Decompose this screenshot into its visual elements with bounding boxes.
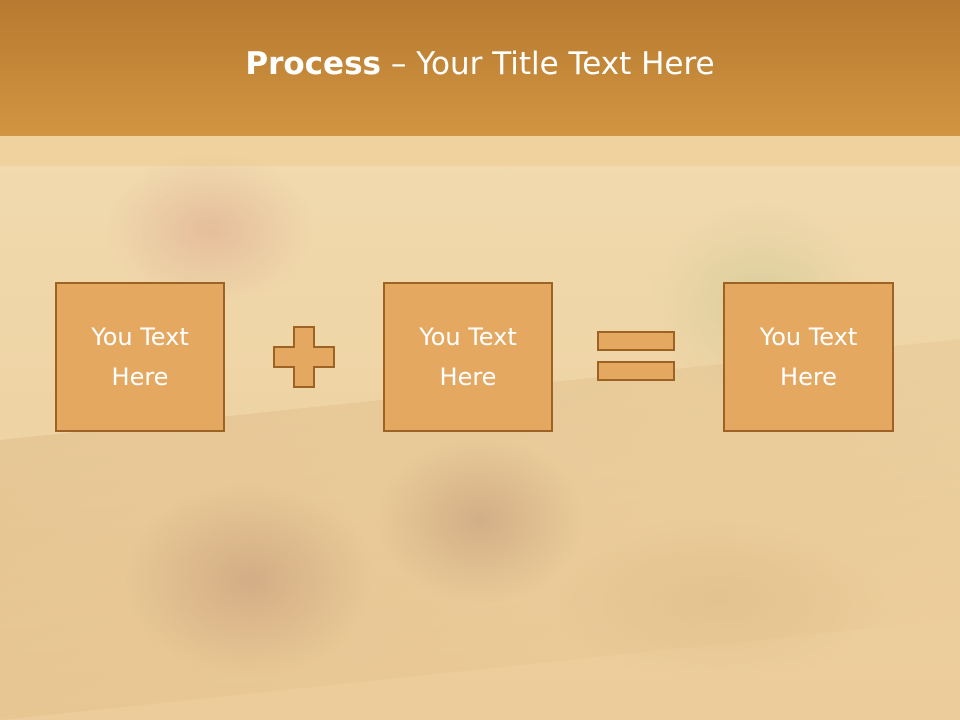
- title-bar: Process – Your Title Text Here: [0, 0, 960, 136]
- process-box-1[interactable]: You Text Here: [55, 282, 225, 432]
- slide-title[interactable]: Process – Your Title Text Here: [245, 46, 714, 82]
- plus-icon: [273, 326, 335, 388]
- process-box-2-label: You Text Here: [419, 323, 517, 391]
- title-bold-part: Process: [245, 46, 381, 82]
- process-box-2[interactable]: You Text Here: [383, 282, 553, 432]
- process-box-1-label: You Text Here: [91, 323, 189, 391]
- equals-icon: [597, 331, 675, 381]
- process-box-3[interactable]: You Text Here: [723, 282, 894, 432]
- process-box-3-label: You Text Here: [759, 323, 858, 391]
- title-band: [0, 136, 960, 166]
- title-rest-part: – Your Title Text Here: [381, 46, 715, 82]
